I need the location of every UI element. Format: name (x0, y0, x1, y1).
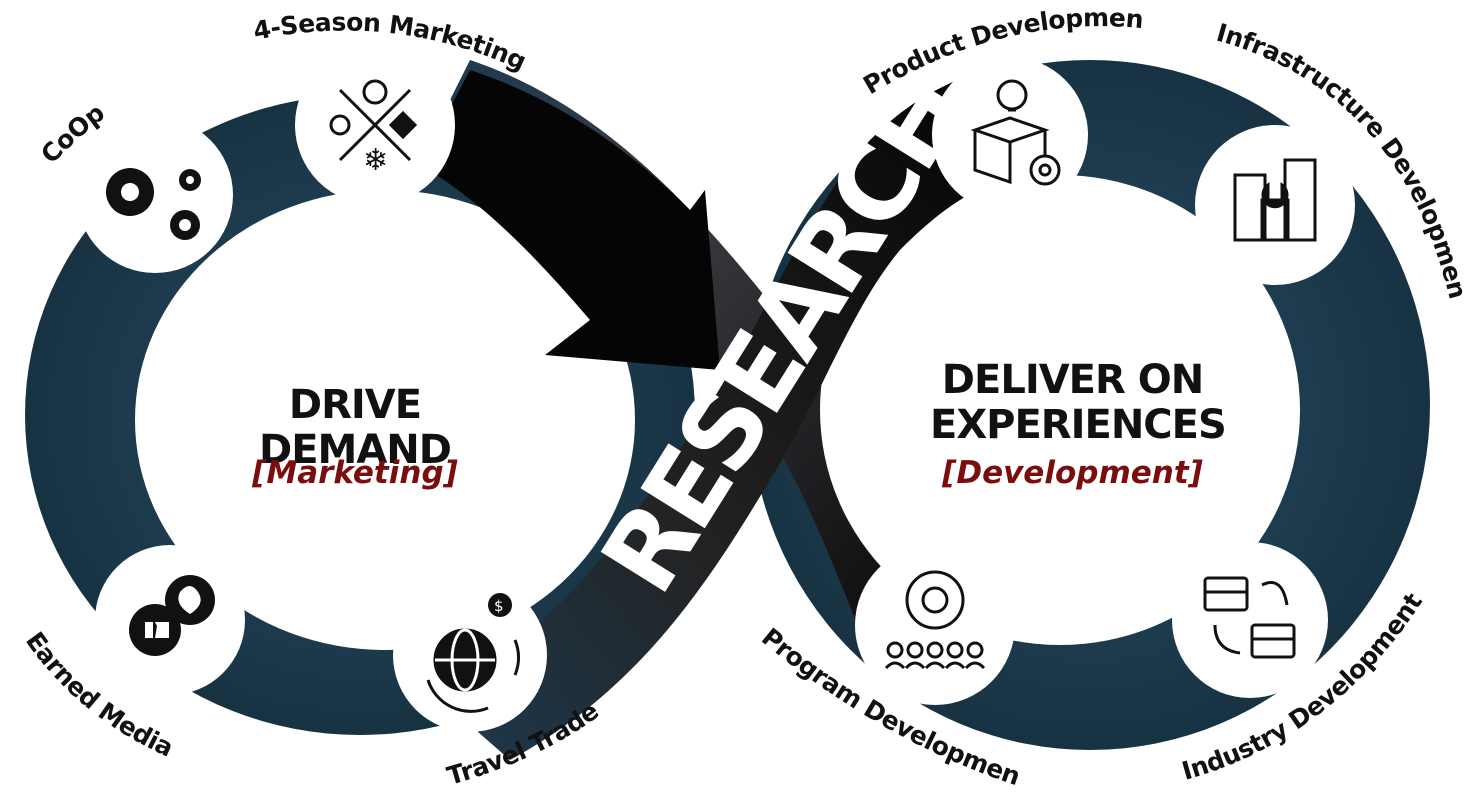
right-title-line1: DELIVER ON (941, 357, 1204, 403)
research-arrow (420, 70, 720, 370)
left-inner (135, 190, 635, 650)
item-infrastructure-dev (1195, 125, 1355, 285)
svg-text:$: $ (494, 597, 504, 615)
item-4-season: ❄ (295, 45, 455, 205)
right-subtitle: [Development] (942, 455, 1203, 491)
right-title-line2: EXPERIENCES (930, 401, 1227, 448)
item-program-dev (855, 545, 1015, 705)
svg-text:❄: ❄ (363, 143, 388, 178)
globe-money-icon: $ (426, 593, 520, 713)
item-industry-dev (1172, 542, 1328, 698)
four-seasons-icon: ❄ (329, 79, 418, 178)
band-back (440, 60, 960, 680)
right-title: DELIVER ON EXPERIENCES (930, 357, 1227, 448)
item-travel-trade: $ (393, 578, 547, 732)
social-chat-like-icon (129, 575, 215, 656)
idea-box-gear-icon (970, 79, 1061, 186)
research-band (430, 75, 1000, 760)
item-coop (77, 117, 233, 273)
idea-gear-people-icon (884, 570, 986, 670)
left-title: DRIVE DEMAND (259, 382, 452, 473)
item-product-dev (932, 57, 1088, 213)
left-subtitle: [Marketing] (252, 455, 458, 491)
briefcase-cycle-icon (1203, 576, 1296, 659)
buildings-wrench-icon (1233, 158, 1317, 242)
gears-icon (106, 168, 201, 240)
item-earned-media (95, 545, 245, 695)
right-inner (820, 175, 1300, 645)
